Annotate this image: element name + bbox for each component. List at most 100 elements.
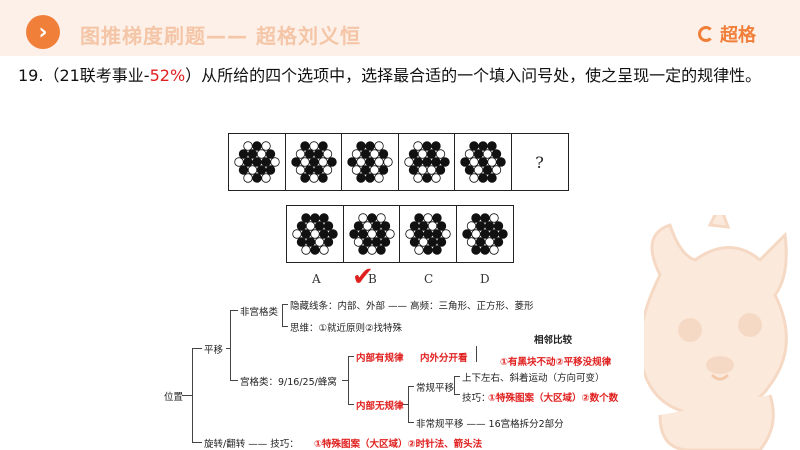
tree-line <box>408 422 414 423</box>
hex-dot <box>464 149 475 159</box>
hex-dot <box>464 165 475 175</box>
hex-dot <box>470 213 481 223</box>
tree-feigong: 非宫格类 <box>240 307 279 318</box>
hex-dot <box>460 157 470 167</box>
hex-dot <box>488 245 499 255</box>
hex-dot <box>305 237 316 247</box>
hex-dot <box>378 165 389 175</box>
hex-dot <box>430 173 441 183</box>
hex-dot <box>310 213 320 223</box>
hex-dot <box>296 237 307 247</box>
hex-dot <box>238 149 249 159</box>
hex-dot <box>412 173 423 183</box>
tree-changgui: 常规平移 <box>416 383 455 394</box>
hex-dot <box>369 149 380 159</box>
hex-dot <box>430 141 441 151</box>
hex-dot <box>351 165 362 175</box>
hex-dot <box>469 173 479 183</box>
tree-xuanzhuan: 旋转/翻转 —— 技巧： <box>204 439 299 450</box>
tree-line <box>348 404 354 405</box>
hex-dot <box>423 245 433 255</box>
tree-neibu-youguilv: 内部有规律 <box>356 353 404 364</box>
hex-dot <box>362 221 372 231</box>
hex-dot <box>296 221 307 231</box>
tree-gongge: 宫格类：9/16/25/蜂窝 <box>240 377 337 388</box>
tree-line <box>454 376 460 377</box>
hex-dot <box>365 141 375 151</box>
knowledge-tree: 位置 平移 非宫格类 隐藏线条：内部、外部 —— 高频：三角形、正方形、菱形 思… <box>164 296 644 450</box>
hex-dot <box>310 245 320 255</box>
hex-pattern-c <box>405 213 451 255</box>
hex-dot <box>299 157 310 167</box>
hex-dot <box>470 245 481 255</box>
hex-dot <box>351 149 362 159</box>
hex-dot <box>427 237 438 247</box>
question-prefix: 19.（21联考事业- <box>18 66 150 85</box>
hex-dot <box>353 221 363 231</box>
hex-dot <box>479 245 490 255</box>
hex-dot <box>378 149 389 159</box>
hex-dot <box>409 237 420 247</box>
option-c-label: C <box>424 272 434 286</box>
hex-dot <box>427 221 438 231</box>
hex-dot <box>256 149 267 159</box>
hex-dot <box>243 173 253 183</box>
brand-g-icon <box>698 26 714 42</box>
hex-dot <box>469 141 479 151</box>
hex-dot <box>409 221 420 231</box>
hex-dot <box>478 157 488 167</box>
hex-dot <box>356 173 366 183</box>
hex-dot <box>371 237 381 247</box>
hex-pattern-4 <box>403 141 450 183</box>
hex-dot <box>290 157 301 167</box>
hex-dot <box>317 141 328 151</box>
hex-dot <box>491 149 502 159</box>
hex-dot <box>243 157 253 167</box>
hex-dot <box>319 245 329 255</box>
option-d-figure[interactable] <box>455 205 514 263</box>
hex-dot <box>374 157 384 167</box>
hex-dot <box>493 221 503 231</box>
hex-pattern-1 <box>234 141 280 183</box>
hex-dot <box>375 245 386 255</box>
tree-line <box>192 348 202 349</box>
hex-dot <box>417 149 427 159</box>
hex-dot <box>261 141 271 151</box>
hex-dot <box>299 173 310 183</box>
hex-dot <box>478 141 488 151</box>
tree-jiqiao-label: 技巧： <box>462 393 491 404</box>
hex-dot <box>301 229 311 239</box>
hex-dot <box>357 229 368 239</box>
tree-line <box>348 356 349 404</box>
unicorn-mascot-icon <box>638 215 788 450</box>
hex-dot <box>491 165 502 175</box>
hex-pattern-3 <box>347 141 393 183</box>
hex-dot <box>295 149 305 159</box>
hex-dot <box>482 165 493 175</box>
hex-dot <box>484 221 494 231</box>
hex-dot <box>421 141 432 151</box>
tree-line <box>348 356 354 357</box>
question-text: 19.（21联考事业-52%）从所给的四个选项中，选择最合适的一个填入问号处，使… <box>18 62 761 86</box>
tree-xuanzhuan-detail: ①特殊图案（大区域）②时针法、箭头法 <box>314 439 483 450</box>
tree-siwei: 思维：①就近原则②找特殊 <box>290 323 403 334</box>
tree-jiqiao-detail: ①特殊图案（大区域）②数个数 <box>488 393 619 404</box>
tree-neibu-wuguilv: 内部无规律 <box>356 401 404 412</box>
tree-line <box>282 326 288 327</box>
hex-dot <box>482 149 493 159</box>
hex-dot <box>357 245 368 255</box>
question-figure-4 <box>397 133 456 191</box>
hex-dot <box>435 165 445 175</box>
hex-dot <box>308 173 319 183</box>
option-c-figure[interactable] <box>399 205 457 263</box>
tree-line <box>230 310 231 380</box>
correct-check-icon: ✔ <box>352 262 374 292</box>
hex-dot <box>301 213 311 223</box>
option-a-figure[interactable] <box>286 205 344 263</box>
hex-dot <box>423 213 433 223</box>
hex-dot <box>461 229 472 239</box>
option-b-figure[interactable] <box>342 205 401 263</box>
tree-yincang: 隐藏线条：内部、外部 —— 高频：三角形、正方形、菱形 <box>290 301 534 312</box>
tree-line <box>282 304 288 305</box>
hex-dot <box>418 237 429 247</box>
